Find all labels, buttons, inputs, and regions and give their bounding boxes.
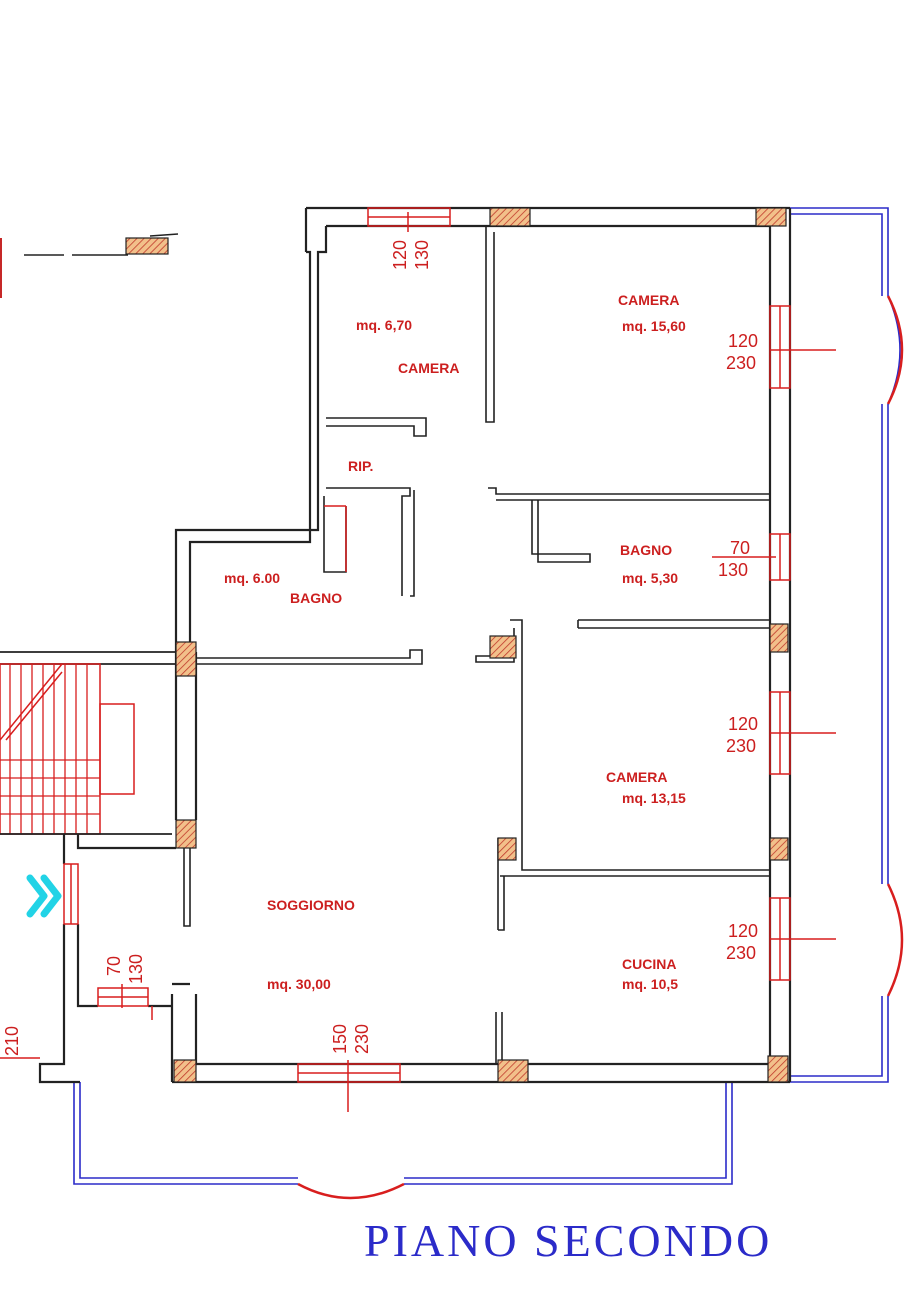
balcony-bottom (73, 1082, 733, 1200)
dim-soggiorno-width: 150 (330, 1024, 350, 1054)
room-area-camera-top-right: mq. 15,60 (622, 318, 686, 334)
dim-left-edge: 210 (2, 1026, 22, 1056)
dim-cucina-height: 230 (726, 943, 756, 963)
plan-title: PIANO SECONDO (364, 1215, 772, 1266)
dim-camera-mid-right-height: 230 (726, 736, 756, 756)
dim-camera-mid-right-width: 120 (728, 714, 758, 734)
room-area-camera-small: mq. 6,70 (356, 317, 412, 333)
dim-entry-width: 70 (104, 956, 124, 976)
pillars (173, 207, 789, 1083)
room-area-cucina: mq. 10,5 (622, 976, 678, 992)
room-name-bagno-right: BAGNO (620, 542, 672, 558)
dim-bagno-right-height: 130 (718, 560, 748, 580)
room-area-camera-mid-right: mq. 13,15 (622, 790, 686, 806)
dim-entry-height: 130 (126, 954, 146, 984)
dim-bagno-right-width: 70 (730, 538, 750, 558)
room-name-cucina: CUCINA (622, 956, 676, 972)
entrance-arrow-icon (26, 874, 62, 918)
room-name-camera-top-right: CAMERA (618, 292, 679, 308)
room-name-soggiorno: SOGGIORNO (267, 897, 355, 913)
dim-cucina-width: 120 (728, 921, 758, 941)
dim-top-window-height: 130 (412, 240, 432, 270)
walls (38, 206, 792, 1084)
room-name-camera-mid-right: CAMERA (606, 769, 667, 785)
room-name-bagno-left: BAGNO (290, 590, 342, 606)
legend-mark (0, 233, 179, 298)
room-area-bagno-right: mq. 5,30 (622, 570, 678, 586)
windows (0, 207, 836, 1112)
room-area-soggiorno: mq. 30,00 (267, 976, 331, 992)
room-name-rip: RIP. (348, 458, 373, 474)
balcony-right (790, 207, 904, 1083)
opening-dimensions: 120 130 120 230 70 130 120 230 120 230 7… (2, 240, 758, 1056)
room-name-camera-small: CAMERA (398, 360, 459, 376)
dim-camera-top-right-width: 120 (728, 331, 758, 351)
staircase (0, 651, 180, 835)
room-labels: mq. 6,70 CAMERA CAMERA mq. 15,60 RIP. BA… (224, 292, 686, 992)
room-area-bagno-left: mq. 6.00 (224, 570, 280, 586)
dim-top-window-width: 120 (390, 240, 410, 270)
dim-soggiorno-height: 230 (352, 1024, 372, 1054)
dim-camera-top-right-height: 230 (726, 353, 756, 373)
